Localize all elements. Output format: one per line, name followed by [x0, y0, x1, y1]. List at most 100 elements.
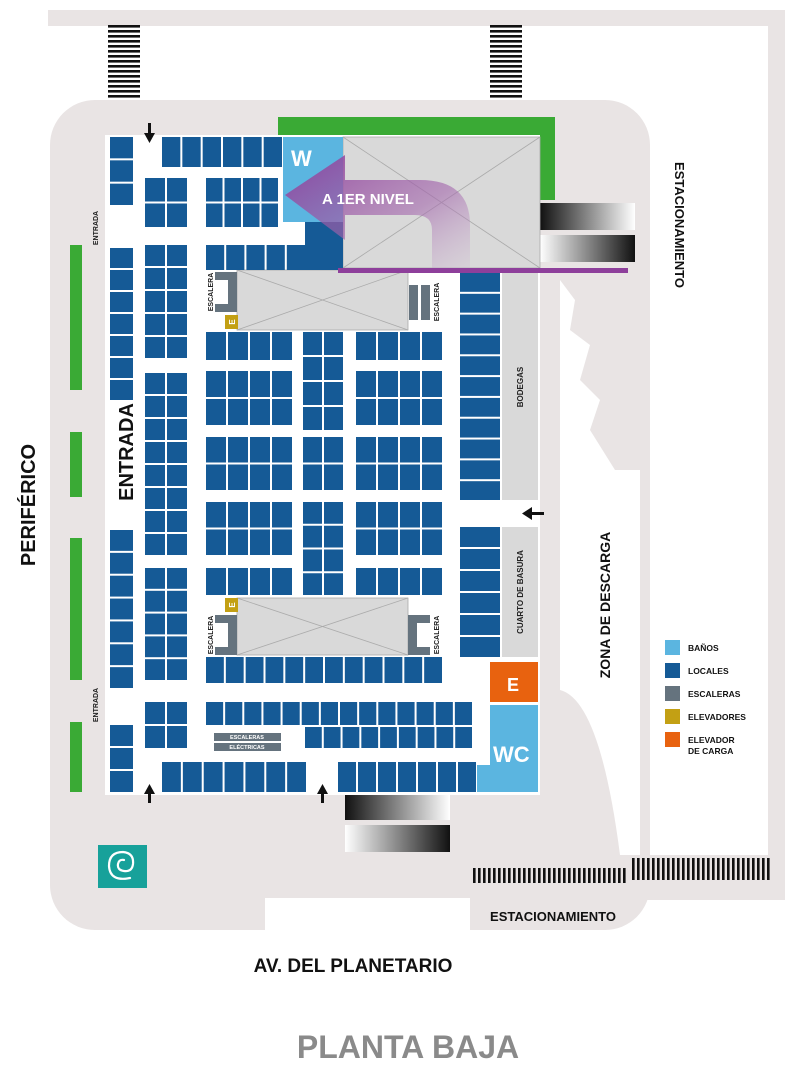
store-unit: [266, 245, 285, 270]
loading-zone-label: ZONA DE DESCARGA: [597, 532, 613, 679]
store-unit: [324, 502, 343, 524]
store-unit: [206, 702, 224, 725]
green-areas: [70, 117, 555, 792]
store-unit: [435, 702, 453, 725]
store-unit: [110, 380, 133, 400]
store-unit: [400, 568, 420, 595]
store-unit: [272, 529, 292, 555]
store-unit: [245, 657, 264, 683]
store-unit: [110, 292, 133, 312]
store-unit: [145, 534, 165, 555]
elevator-1[interactable]: E: [225, 315, 238, 329]
store-unit: [167, 590, 187, 612]
store-unit: [167, 568, 187, 589]
elevator-2[interactable]: E: [225, 598, 238, 612]
legend-item: ESCALERAS: [665, 686, 741, 701]
legend-swatch: [665, 663, 680, 678]
legend-label: BAÑOS: [688, 643, 719, 653]
store-unit: [145, 291, 165, 312]
store-unit: [263, 702, 281, 725]
store-unit: [206, 568, 226, 595]
store-unit: [110, 644, 133, 666]
store-unit: [110, 160, 133, 182]
store-unit: [145, 314, 165, 335]
store-unit: [167, 396, 187, 417]
store-unit: [378, 371, 398, 397]
store-unit: [460, 314, 500, 334]
store-unit: [228, 502, 248, 528]
store-unit: [454, 702, 472, 725]
store-unit: [244, 702, 262, 725]
store-unit: [460, 439, 500, 459]
store-unit: [338, 762, 356, 792]
store-unit: [167, 465, 187, 486]
store-unit: [167, 291, 187, 312]
store-unit: [324, 332, 343, 355]
store-unit: [356, 371, 376, 397]
to-first-level-arrow[interactable]: A 1ER NIVEL: [285, 155, 470, 268]
store-unit: [250, 371, 270, 397]
store-unit: [400, 502, 420, 528]
store-unit: [145, 203, 165, 227]
store-unit: [356, 568, 376, 595]
legend-swatch: [665, 709, 680, 724]
store-unit: [145, 442, 165, 463]
store-unit: [206, 399, 226, 425]
store-unit: [356, 437, 376, 463]
store-unit: [110, 248, 133, 268]
legend-item: BAÑOS: [665, 640, 719, 655]
store-unit: [110, 137, 133, 159]
store-unit: [305, 727, 322, 748]
store-unit: [323, 727, 341, 748]
store-unit: [145, 268, 165, 289]
store-unit: [422, 437, 442, 463]
store-unit: [206, 203, 223, 227]
store-unit: [460, 615, 500, 635]
store-unit: [455, 727, 472, 748]
entrance-arrows: [144, 123, 544, 803]
store-unit: [167, 178, 187, 202]
store-unit: [110, 336, 133, 356]
store-unit: [228, 529, 248, 555]
store-unit: [167, 314, 187, 335]
store-unit: [145, 568, 165, 589]
store-unit: [324, 573, 343, 595]
store-unit: [145, 337, 165, 358]
store-unit: [203, 762, 223, 792]
store-unit: [167, 268, 187, 289]
level-divider-line: [338, 268, 628, 273]
store-unit: [364, 657, 383, 683]
legend-label: LOCALES: [688, 666, 729, 676]
store-unit: [378, 702, 396, 725]
escalators-label-2: ELÉCTRICAS: [229, 743, 264, 751]
store-unit: [145, 465, 165, 486]
store-unit: [460, 397, 500, 417]
store-unit: [228, 568, 248, 595]
store-unit: [265, 657, 284, 683]
store-unit: [167, 511, 187, 532]
store-unit: [226, 245, 245, 270]
store-unit: [110, 667, 133, 688]
store-unit: [228, 371, 248, 397]
store-unit: [356, 464, 376, 490]
store-unit: [272, 502, 292, 528]
store-unit: [320, 702, 338, 725]
store-unit: [110, 270, 133, 290]
freight-elevator[interactable]: E: [490, 662, 538, 702]
store-unit: [287, 762, 306, 792]
stairs-label: ESCALERA: [434, 616, 441, 655]
store-unit: [243, 203, 260, 227]
store-unit: [356, 502, 376, 528]
store-unit: [206, 178, 223, 202]
restroom-bottom[interactable]: WC: [477, 705, 538, 792]
store-unit: [206, 437, 226, 463]
store-unit: [224, 178, 241, 202]
store-unit: [324, 464, 343, 490]
store-unit: [303, 573, 322, 595]
store-unit: [380, 727, 397, 748]
store-unit: [228, 332, 248, 360]
store-unit: [110, 725, 133, 746]
parking-ramps: [345, 203, 635, 852]
store-unit: [436, 727, 454, 748]
store-unit: [206, 245, 225, 270]
